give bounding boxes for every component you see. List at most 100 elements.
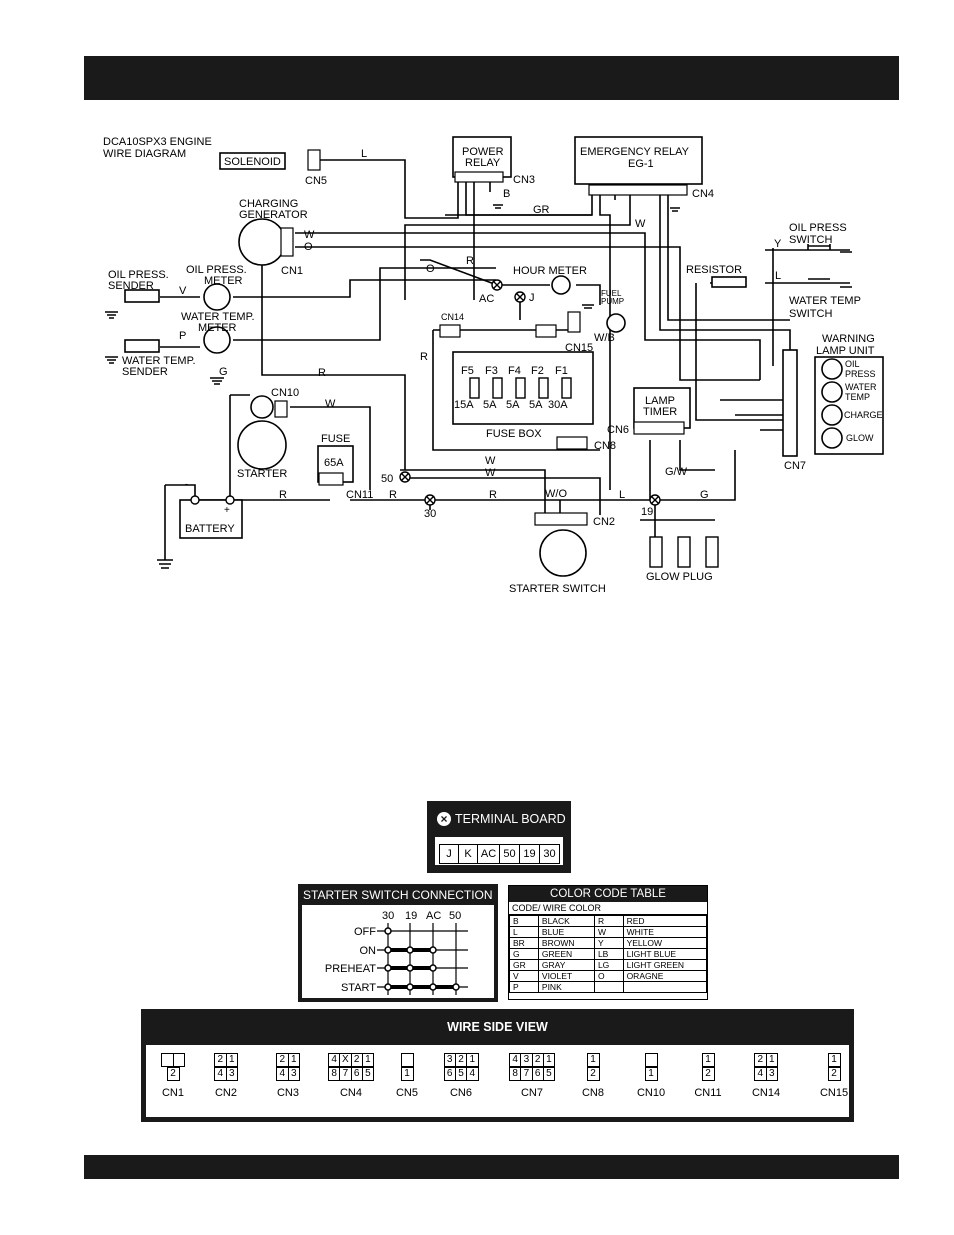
pin-cell: 2 (705, 1068, 711, 1079)
pin-cell: 6 (445, 1068, 456, 1080)
pin-cell: 1 (404, 1068, 410, 1079)
fuse-f3-rating: 5A (483, 399, 497, 411)
connector-label: CN6 (449, 1087, 472, 1099)
wire-code: R (318, 367, 326, 379)
terminal-cell: J (440, 845, 459, 863)
charging-generator-label-1: CHARGING (239, 198, 298, 210)
power-relay-label-2: RELAY (465, 157, 501, 169)
connector-label: CN1 (161, 1087, 184, 1099)
ssc-row: START (341, 982, 376, 994)
wire-code: W (485, 455, 496, 467)
pin-cell: 3 (768, 1068, 775, 1079)
ssc-col: 30 (382, 910, 394, 922)
emergency-relay-label-1: EMERGENCY RELAY (580, 146, 690, 158)
starter-switch-label: STARTER SWITCH (509, 583, 606, 595)
oil-press-meter-label-2: METER (204, 275, 243, 287)
color-code-cell: BR (509, 937, 539, 949)
lamp-glow-label: GLOW (846, 433, 874, 443)
pin-cell: 4 (329, 1054, 341, 1066)
connector-label: CN3 (276, 1087, 299, 1099)
pin-cell: 2 (755, 1054, 767, 1066)
color-code-cell: Y (593, 937, 624, 949)
color-code-cell: LG (593, 959, 624, 971)
pin-cell: X (340, 1054, 352, 1066)
color-code-cell (593, 981, 624, 993)
wire-code: W/B (594, 332, 615, 344)
lamp-oil-label-2: PRESS (845, 369, 876, 379)
pin-cell: 1 (831, 1054, 837, 1065)
starter-switch-connection-title: STARTER SWITCH CONNECTION (303, 888, 493, 902)
resistor-label: RESISTOR (686, 264, 742, 276)
wire-code: V (179, 285, 187, 297)
pin-cell: 3 (521, 1054, 533, 1066)
lamp-oil-label-1: OIL (845, 359, 860, 369)
wire-side-view-title: WIRE SIDE VIEW (447, 1020, 548, 1034)
water-temp-switch-label-1: WATER TEMP (789, 295, 861, 307)
pin-cell: 4 (215, 1068, 227, 1080)
power-relay-label-1: POWER (462, 146, 504, 158)
wire-code: GR (533, 204, 550, 216)
color-code-cell: BROWN (537, 937, 595, 949)
header-bar (84, 56, 899, 100)
pin-cell: 1 (590, 1054, 596, 1065)
pin-cell: 1 (648, 1068, 654, 1079)
color-code-cell: LB (593, 948, 624, 960)
wire-code: B (503, 188, 510, 200)
diagram-title: DCA10SPX3 ENGINE (103, 136, 212, 148)
wire-code: R (489, 489, 497, 501)
terminal-board-cells: J K AC 50 19 30 (439, 844, 560, 864)
color-code-cell: BLUE (537, 926, 595, 938)
warning-lamp-label-1: WARNING (822, 333, 875, 345)
color-code-cell: B (509, 915, 539, 927)
wire-code: Y (774, 238, 782, 250)
cn14-label: CN14 (441, 312, 464, 322)
color-code-cell: G (509, 948, 539, 960)
oil-press-switch-label-2: SWITCH (789, 234, 832, 246)
connector-label: CN4 (339, 1087, 362, 1099)
cn6-label: CN6 (607, 424, 629, 436)
oil-press-sender-label-2: SENDER (108, 280, 154, 292)
cn3-label: CN3 (513, 174, 535, 186)
pin-cell (162, 1054, 174, 1066)
lamp-timer-label-2: TIMER (643, 406, 677, 418)
oil-press-switch-label-1: OIL PRESS (789, 222, 847, 234)
battery-label: BATTERY (185, 523, 235, 535)
fuse-f3-name: F3 (485, 365, 498, 377)
ssc-col: AC (426, 910, 441, 922)
pin-cell: 1 (546, 1054, 552, 1065)
terminal-cell: 19 (520, 845, 540, 863)
color-code-cell: R (593, 915, 624, 927)
battery-minus: - (185, 479, 188, 489)
cn5-label: CN5 (305, 175, 327, 187)
wire-code: O (304, 241, 313, 253)
pin-cell: 4 (277, 1068, 289, 1080)
pin-cell (646, 1054, 657, 1066)
pin-cell (174, 1054, 185, 1066)
color-code-cell: LIGHT BLUE (622, 948, 708, 960)
pin-cell: 5 (456, 1068, 468, 1080)
pin-cell: 3 (290, 1068, 297, 1079)
fuse-f5-name: F5 (461, 365, 474, 377)
terminal-board-title: TERMINAL BOARD (455, 812, 566, 826)
cn4-label: CN4 (692, 188, 714, 200)
connector-label: CN14 (751, 1087, 781, 1099)
wire-code: W (485, 467, 496, 479)
emergency-relay-label-2: EG-1 (628, 158, 654, 170)
color-code-cell: GREEN (537, 948, 595, 960)
pin-cell: 7 (340, 1068, 352, 1080)
color-code-cell: W (593, 926, 624, 938)
pin-cell: 8 (510, 1068, 522, 1080)
pin-cell: 2 (170, 1068, 176, 1079)
terminal-cell: 50 (500, 845, 520, 863)
wire-code: R (389, 489, 397, 501)
pin-cell: 4 (469, 1068, 476, 1079)
pin-cell: 1 (768, 1054, 775, 1065)
